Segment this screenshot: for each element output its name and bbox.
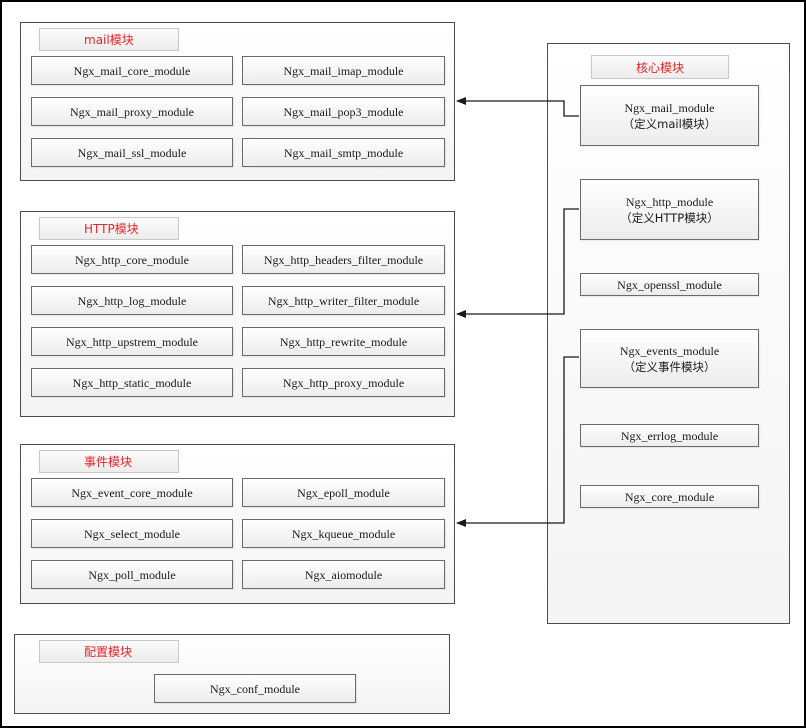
http-headers-filter-module: Ngx_http_headers_filter_module [242, 245, 445, 274]
mail-smtp-module: Ngx_mail_smtp_module [242, 138, 445, 167]
event-modules-group: 事件模块 Ngx_event_core_module Ngx_epoll_mod… [20, 444, 455, 604]
openssl-module: Ngx_openssl_module [580, 273, 759, 296]
core-modules-group: 核心模块 Ngx_mail_module （定义mail模块） Ngx_http… [547, 43, 790, 624]
http-upstream-module: Ngx_http_upstrem_module [31, 327, 233, 356]
http-module: Ngx_http_module （定义HTTP模块） [580, 179, 759, 240]
poll-module: Ngx_poll_module [31, 560, 233, 589]
mail-group-title: mail模块 [39, 28, 179, 51]
http-static-module: Ngx_http_static_module [31, 368, 233, 397]
aio-module: Ngx_aiomodule [242, 560, 445, 589]
http-rewrite-module: Ngx_http_rewrite_module [242, 327, 445, 356]
mail-ssl-module: Ngx_mail_ssl_module [31, 138, 233, 167]
http-modules-group: HTTP模块 Ngx_http_core_module Ngx_http_hea… [20, 211, 455, 417]
core-module: Ngx_core_module [580, 485, 759, 508]
http-writer-filter-module: Ngx_http_writer_filter_module [242, 286, 445, 315]
mail-connector-arrow [456, 97, 579, 117]
events-connector-arrow [456, 356, 579, 527]
mail-core-module: Ngx_mail_core_module [31, 56, 233, 85]
http-core-module: Ngx_http_core_module [31, 245, 233, 274]
mail-pop3-module: Ngx_mail_pop3_module [242, 97, 445, 126]
event-core-module: Ngx_event_core_module [31, 478, 233, 507]
mail-proxy-module: Ngx_mail_proxy_module [31, 97, 233, 126]
http-log-module: Ngx_http_log_module [31, 286, 233, 315]
conf-modules-group: 配置模块 Ngx_conf_module [14, 634, 450, 714]
core-group-title: 核心模块 [591, 55, 729, 79]
events-module: Ngx_events_module （定义事件模块） [580, 329, 759, 388]
errlog-module: Ngx_errlog_module [580, 424, 759, 447]
mail-imap-module: Ngx_mail_imap_module [242, 56, 445, 85]
conf-module: Ngx_conf_module [154, 674, 356, 703]
http-group-title: HTTP模块 [39, 217, 179, 240]
epoll-module: Ngx_epoll_module [242, 478, 445, 507]
http-connector-arrow [456, 208, 579, 318]
mail-modules-group: mail模块 Ngx_mail_core_module Ngx_mail_ima… [20, 22, 455, 181]
kqueue-module: Ngx_kqueue_module [242, 519, 445, 548]
event-group-title: 事件模块 [39, 450, 179, 473]
http-proxy-module: Ngx_http_proxy_module [242, 368, 445, 397]
select-module: Ngx_select_module [31, 519, 233, 548]
mail-module: Ngx_mail_module （定义mail模块） [580, 85, 759, 146]
conf-group-title: 配置模块 [39, 640, 179, 663]
